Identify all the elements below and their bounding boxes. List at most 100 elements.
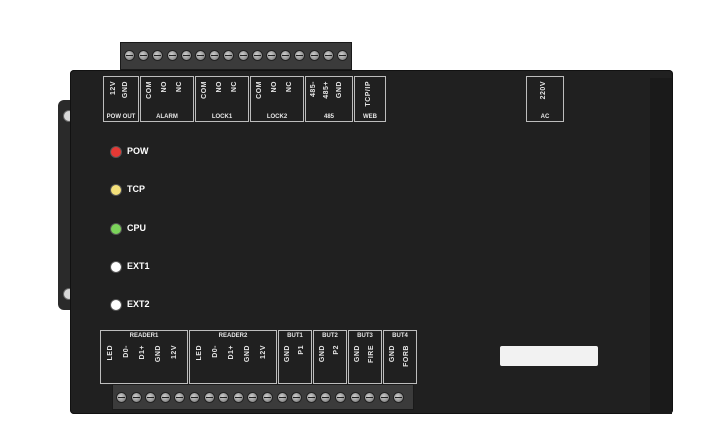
terminal-screw-icon xyxy=(152,50,164,61)
terminal-label: NO xyxy=(271,81,278,93)
terminal-screw-icon xyxy=(209,50,221,61)
terminal-screw-icon xyxy=(266,50,277,61)
group-label: ALARM xyxy=(156,114,178,120)
terminal-label: NC xyxy=(176,81,183,93)
terminal-label: GND xyxy=(389,345,396,363)
terminal-label: GND xyxy=(354,345,361,363)
ac-box: 220V AC xyxy=(526,76,564,122)
terminal-screw-icon xyxy=(291,392,303,403)
group-label: BUT4 xyxy=(392,333,408,339)
pow-led-icon xyxy=(110,146,122,158)
led-label: EXT1 xyxy=(127,261,150,271)
pow-out-box: 12V GND POW OUT xyxy=(103,76,139,122)
terminal-label: NC xyxy=(286,81,293,93)
terminal-screw-icon xyxy=(337,50,348,61)
terminal-screw-icon xyxy=(138,50,150,61)
but2-box: BUT2 GND P2 xyxy=(313,330,347,384)
terminal-screw-icon xyxy=(322,50,334,61)
group-label: READER1 xyxy=(129,333,159,339)
terminal-label: 485- xyxy=(310,81,317,98)
terminal-label: D0- xyxy=(212,345,219,358)
led-label: POW xyxy=(127,146,149,156)
but1-box: BUT1 GND P1 xyxy=(278,330,312,384)
group-label: AC xyxy=(540,114,550,120)
terminal-label: LED xyxy=(196,345,203,361)
terminal-screw-icon xyxy=(308,50,320,61)
terminal-screw-icon xyxy=(276,392,288,403)
terminal-label: D0- xyxy=(123,345,130,358)
group-label: BUT2 xyxy=(322,333,338,339)
terminal-screw-icon xyxy=(116,392,127,403)
terminal-label: TCP/IP xyxy=(365,81,372,107)
terminal-label: 12V xyxy=(110,81,117,95)
terminal-screw-icon xyxy=(130,392,142,403)
terminal-screw-icon xyxy=(145,392,157,403)
terminal-label: FORB xyxy=(403,345,410,367)
group-label: LOCK2 xyxy=(266,114,288,120)
terminal-screw-icon xyxy=(232,392,244,403)
label-plate xyxy=(500,346,598,366)
terminal-screw-icon xyxy=(251,50,263,61)
cpu-led-icon xyxy=(110,223,122,235)
terminal-label: GND xyxy=(122,81,129,99)
terminal-screw-icon xyxy=(203,392,215,403)
terminal-screw-icon xyxy=(294,50,306,61)
terminal-label: COM xyxy=(256,81,263,99)
lock1-box: COM NO NC LOCK1 xyxy=(195,76,249,122)
terminal-screw-icon xyxy=(349,392,361,403)
terminal-screw-icon xyxy=(364,392,376,403)
reader2-box: READER2 LED D0- D1+ GND 12V xyxy=(189,330,277,384)
terminal-label: FIRE xyxy=(368,345,375,363)
terminal-label: GND xyxy=(244,345,251,363)
terminal-screw-icon xyxy=(180,50,192,61)
terminal-screw-icon xyxy=(195,50,206,61)
terminal-screw-icon xyxy=(218,392,230,403)
lock2-box: COM NO NC LOCK2 xyxy=(250,76,304,122)
but4-box: BUT4 GND FORB xyxy=(383,330,417,384)
terminal-label: NO xyxy=(161,81,168,93)
led-label: TCP xyxy=(127,184,145,194)
terminal-label: P2 xyxy=(333,345,340,355)
terminal-label: GND xyxy=(284,345,291,363)
terminal-label: GND xyxy=(336,81,343,99)
rs485-box: 485- 485+ GND 485 xyxy=(305,76,353,122)
terminal-label: COM xyxy=(146,81,153,99)
group-label: 485 xyxy=(323,114,334,120)
ext1-led-icon xyxy=(110,261,122,273)
terminal-label: COM xyxy=(201,81,208,99)
led-label: CPU xyxy=(127,223,147,233)
terminal-screw-icon xyxy=(305,392,317,403)
terminal-label: D1+ xyxy=(228,345,235,360)
terminal-label: NO xyxy=(216,81,223,93)
terminal-label: D1+ xyxy=(139,345,146,360)
terminal-screw-icon xyxy=(174,392,186,403)
terminal-label: 485+ xyxy=(323,81,330,99)
terminal-screw-icon xyxy=(393,392,405,403)
but3-box: BUT3 GND FIRE xyxy=(348,330,382,384)
terminal-label: P1 xyxy=(298,345,305,355)
web-box: TCP/IP WEB xyxy=(354,76,386,122)
reader1-box: READER1 LED D0- D1+ GND 12V xyxy=(100,330,188,384)
terminal-screw-icon xyxy=(237,50,249,61)
alarm-box: COM NO NC ALARM xyxy=(140,76,194,122)
terminal-label: 220V xyxy=(540,81,547,100)
terminal-screw-icon xyxy=(166,50,178,61)
terminal-label: LED xyxy=(107,345,114,361)
terminal-screw-icon xyxy=(378,392,390,403)
terminal-screw-icon xyxy=(247,392,259,403)
terminal-label: 12V xyxy=(171,345,178,359)
terminal-screw-icon xyxy=(124,50,135,61)
led-label: EXT2 xyxy=(127,299,150,309)
group-label: BUT3 xyxy=(357,333,373,339)
terminal-label: GND xyxy=(319,345,326,363)
terminal-label: NC xyxy=(231,81,238,93)
group-label: POW OUT xyxy=(106,114,136,120)
tcp-led-icon xyxy=(110,184,122,196)
terminal-screw-icon xyxy=(223,50,235,61)
group-label: READER2 xyxy=(218,333,248,339)
terminal-screw-icon xyxy=(159,392,171,403)
group-label: LOCK1 xyxy=(211,114,233,120)
terminal-screw-icon xyxy=(320,392,332,403)
terminal-label: 12V xyxy=(260,345,267,359)
terminal-label: GND xyxy=(155,345,162,363)
